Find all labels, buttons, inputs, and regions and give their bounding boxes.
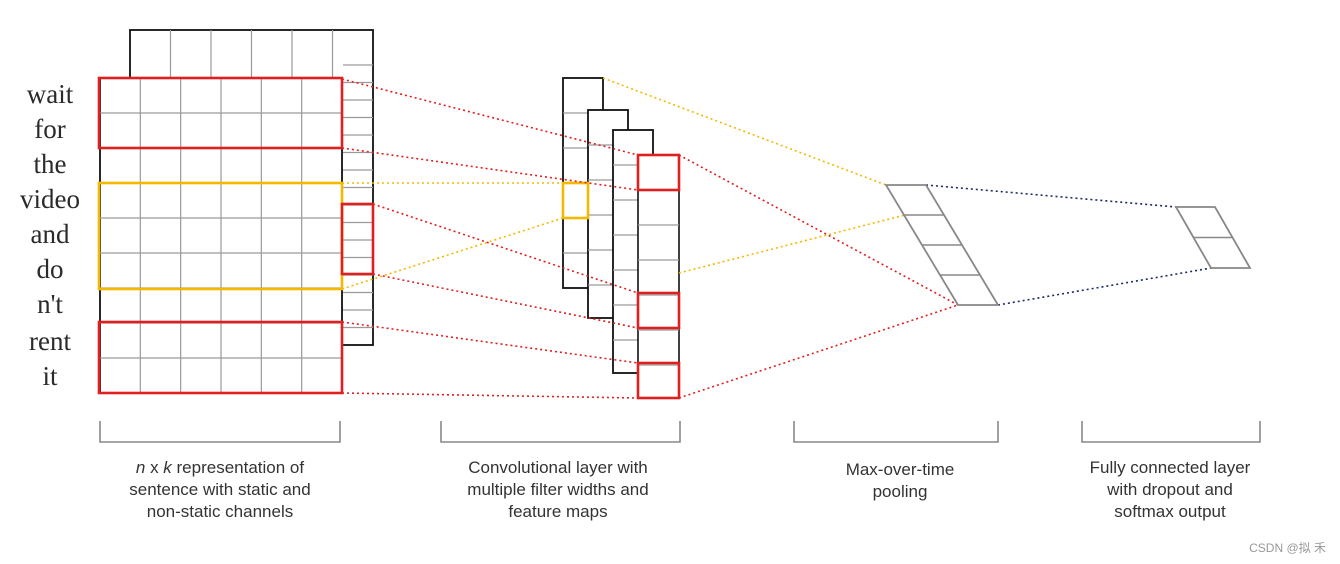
connector-fc-navy-2 [997,267,1212,306]
word-it: it [42,361,58,391]
caption-conv-layer: Convolutional layer with multiple filter… [428,457,688,523]
connector-red-mid-2 [372,273,639,329]
caption-pooling: Max-over-time pooling [790,459,1010,503]
caption-fc-line2: with dropout and [1107,480,1233,499]
feature-map-red-cell-mid [636,291,681,330]
caption-representation-line1: representation of [171,458,305,477]
section-brackets [99,421,1261,443]
caption-fc-line3: softmax output [1114,502,1226,521]
caption-conv-line2: multiple filter widths and [467,480,649,499]
caption-representation-line2: sentence with static and [129,480,311,499]
word-do: do [37,254,64,284]
caption-representation-line3: non-static channels [146,502,294,521]
red-filter-window-top [97,76,344,150]
caption-pool-line1: Max-over-time [845,460,955,479]
connector-pool-yellow-2 [678,214,906,274]
max-pooling-vector [884,184,1000,306]
connector-lines [341,77,1212,399]
word-for: for [34,114,65,144]
connector-pool-red-2 [678,304,959,399]
caption-times: x [145,458,164,477]
connector-red-mid-1 [372,203,639,294]
bracket-fully-connected [1081,421,1261,443]
bracket-conv-layer [440,421,681,443]
feature-map-red-cell-bottom [636,361,681,400]
caption-var-n: n [135,458,146,477]
word-and: and [31,219,70,249]
fully-connected-output [1174,206,1252,269]
red-filter-window-bottom [97,320,344,395]
word-nt: n't [37,289,63,319]
caption-pool-line2: pooling [872,482,928,501]
connector-yellow-2 [341,217,564,290]
word-video: video [20,184,80,214]
caption-fully-connected: Fully connected layer with dropout and s… [1060,457,1280,523]
caption-conv-line3: feature maps [508,502,608,521]
connector-red-bottom-2 [341,392,639,399]
bracket-representation [99,421,341,443]
word-the: the [34,149,67,179]
caption-fc-line1: Fully connected layer [1089,458,1251,477]
word-rent: rent [29,326,71,356]
connector-red-bottom-1 [341,321,639,364]
feature-map-4-frame [637,154,680,399]
watermark: CSDN @拟 禾 [1249,541,1326,555]
feature-maps [561,77,681,400]
filter-windows [97,76,375,395]
feature-map-red-cell-top [636,153,681,192]
connector-fc-navy-1 [925,184,1177,208]
red-filter-window-side [340,202,375,276]
bracket-pooling [793,421,999,443]
connector-pool-yellow-1 [602,77,887,186]
caption-var-k: k [163,458,172,477]
sentence-words: wait for the video and do n't rent it [20,79,80,391]
connector-red-top-1 [341,78,639,156]
caption-conv-line1: Convolutional layer with [468,458,648,477]
word-wait: wait [27,79,74,109]
front-channel-matrix [99,77,343,394]
feature-map-yellow-cell [561,181,590,220]
caption-representation: n x k representation of sentence with st… [95,457,345,523]
